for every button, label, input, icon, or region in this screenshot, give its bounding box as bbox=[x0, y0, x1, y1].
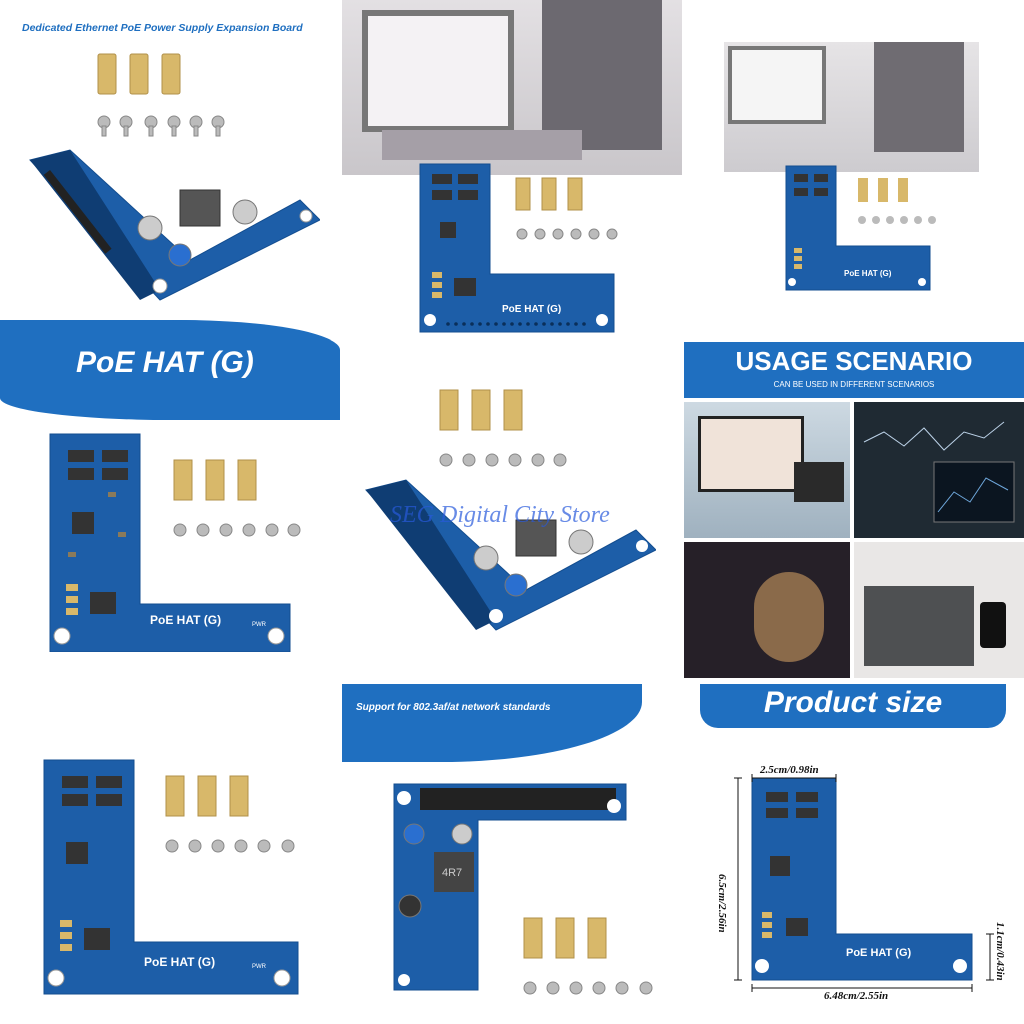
pcb-board-angled bbox=[29, 149, 320, 301]
usage-subtitle: CAN BE USED IN DIFFERENT SCENARIOS bbox=[773, 380, 935, 389]
board-label: PoE HAT (G) bbox=[846, 947, 912, 959]
tile-office-scene: PoE HAT (G) bbox=[684, 0, 1024, 340]
accessories bbox=[515, 177, 618, 240]
tile-product-size: Product size PoE HAT (G) 2.5cm/0.98in 6.… bbox=[684, 684, 1024, 1024]
scene-desk-monitor bbox=[684, 402, 850, 538]
accessories-kit bbox=[165, 775, 295, 853]
screws bbox=[97, 115, 225, 137]
desktop-photo bbox=[342, 0, 682, 175]
board-label: PoE HAT (G) bbox=[502, 304, 561, 315]
scene-laptop-typing bbox=[854, 542, 1024, 678]
pwr-label: PWR bbox=[252, 964, 267, 970]
dim-bottom: 6.48cm/2.55in bbox=[824, 990, 889, 1002]
dim-top: 2.5cm/0.98in bbox=[760, 764, 819, 776]
tile-angled-board: SEG Digital City Store bbox=[342, 342, 682, 682]
inductor-label: 4R7 bbox=[442, 867, 462, 879]
size-diagram: PoE HAT (G) bbox=[751, 777, 973, 981]
accessories-center bbox=[439, 389, 567, 467]
dim-left: 6.5cm/2.56in bbox=[716, 874, 728, 933]
tile-network-standards: Support for 802.3af/at network standards… bbox=[342, 684, 682, 1024]
tile-usage-scenario: USAGE SCENARIO CAN BE USED IN DIFFERENT … bbox=[684, 342, 1024, 682]
usage-header: USAGE SCENARIO CAN BE USED IN DIFFERENT … bbox=[684, 342, 1024, 398]
pwr-label: PWR bbox=[252, 622, 267, 628]
pcb-board-top: PoE HAT (G) bbox=[419, 163, 615, 333]
accessories-flat bbox=[173, 459, 301, 537]
watermark: SEG Digital City Store bbox=[390, 502, 610, 528]
tile-banner-board: PoE HAT (G) PoE HAT (G) PWR bbox=[0, 300, 340, 660]
scene-pc-case bbox=[684, 542, 850, 678]
banner-bg bbox=[0, 320, 340, 420]
pcb-board-kit: PoE HAT (G) PWR bbox=[43, 759, 299, 995]
board-label: PoE HAT (G) bbox=[150, 613, 221, 627]
size-title: Product size bbox=[763, 686, 943, 719]
banner-title: PoE HAT (G) bbox=[76, 346, 254, 379]
board-label: PoE HAT (G) bbox=[844, 269, 892, 278]
brass-standoffs bbox=[97, 53, 181, 95]
pcb-board-small: PoE HAT (G) bbox=[785, 165, 931, 291]
standards-text: Support for 802.3af/at network standards bbox=[356, 702, 551, 713]
tile-desktop-scene: PoE HAT (G) bbox=[342, 0, 682, 340]
tile-product-intro: Dedicated Ethernet PoE Power Supply Expa… bbox=[0, 0, 340, 340]
dim-right: 1.1cm/0.43in bbox=[994, 922, 1006, 981]
size-banner: Product size bbox=[700, 684, 1006, 728]
scene-trading-screens bbox=[854, 402, 1024, 538]
dimension-lines bbox=[734, 774, 994, 992]
pcb-board-angled-center bbox=[365, 479, 656, 631]
office-photo bbox=[724, 42, 979, 172]
pcb-board-back: 4R7 bbox=[393, 783, 627, 991]
accessories-back bbox=[523, 917, 653, 995]
usage-title: USAGE SCENARIO bbox=[735, 346, 973, 376]
accessories-small bbox=[858, 178, 936, 224]
intro-title: Dedicated Ethernet PoE Power Supply Expa… bbox=[22, 22, 303, 34]
pcb-board-flat: PoE HAT (G) PWR bbox=[49, 433, 291, 652]
standards-banner bbox=[342, 684, 642, 762]
tile-board-kit: PoE HAT (G) PWR bbox=[0, 684, 340, 1024]
board-label: PoE HAT (G) bbox=[144, 955, 215, 969]
